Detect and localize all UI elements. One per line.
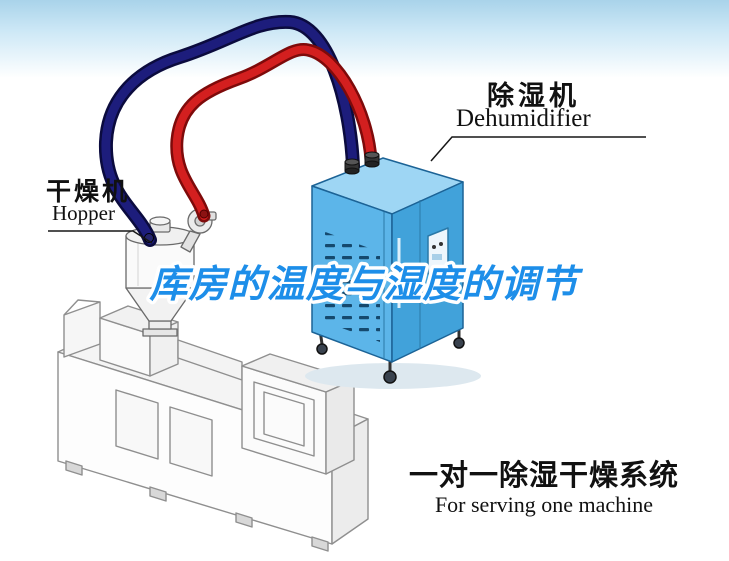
panel-button — [439, 242, 443, 246]
extruder-clamp-side — [325, 379, 355, 475]
port-top — [344, 158, 360, 166]
extruder-foot — [65, 460, 83, 476]
caster-wheel — [383, 370, 397, 384]
port-top — [364, 151, 380, 159]
panel-display — [432, 254, 442, 260]
dehumidifier-label-en: Dehumidifier — [456, 105, 591, 132]
port-rim — [364, 160, 380, 168]
port-rim — [344, 167, 360, 175]
blower-pipe-fitting — [199, 209, 209, 219]
extruder-platen-inner — [263, 391, 305, 447]
caster-wheel — [316, 343, 328, 355]
extruder-foot — [149, 486, 167, 502]
extruder-foot — [311, 536, 329, 552]
dehumidifier-pointer-line — [430, 136, 646, 162]
extruder-foot — [235, 512, 253, 528]
hopper-flange — [142, 328, 178, 337]
dehumidifier-label-zh: 除湿机 — [487, 81, 580, 111]
hopper-neck — [148, 320, 172, 330]
hoses — [98, 14, 378, 247]
extruder-illustration — [57, 299, 369, 552]
extruder-door-panel-1 — [115, 389, 159, 460]
caption-zh: 一对一除湿干燥系统 — [408, 460, 679, 492]
panel-button — [432, 245, 436, 249]
hopper-lid-cap-top — [149, 216, 171, 226]
pipe-ports — [144, 151, 380, 243]
extruder-platen-outer — [253, 381, 315, 457]
pointer-lines — [48, 136, 646, 244]
caption-en: For serving one machine — [434, 492, 654, 517]
dryer-label-zh: 干燥机 — [46, 178, 131, 206]
hopper-pointer-line — [48, 230, 153, 244]
extruder-door-panel-2 — [169, 406, 213, 477]
red-pipe — [172, 45, 375, 220]
extruder-guard-edge — [63, 299, 101, 316]
dehumidifier-illustration — [311, 157, 465, 384]
page-title: 库房的温度与湿度的调节 — [148, 264, 583, 306]
dryer-label-en: Hopper — [52, 201, 115, 225]
caster-wheel — [453, 337, 465, 349]
sky-gradient-banner — [0, 0, 729, 78]
ventilation-slots — [320, 230, 380, 342]
control-panel — [427, 227, 449, 275]
